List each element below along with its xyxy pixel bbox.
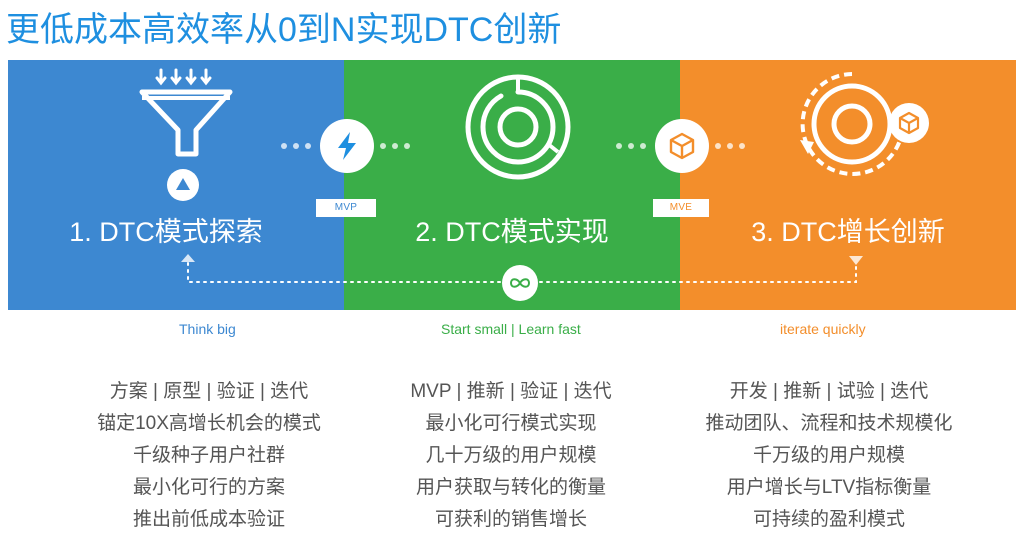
triangle-up-icon xyxy=(166,168,200,202)
target-ring-icon xyxy=(463,72,573,182)
detail-line: 可获利的销售增长 xyxy=(434,509,587,530)
stage-band: 1. DTC模式探索 2. DTC模式实现 xyxy=(8,60,1016,310)
stage-explore-details: 方案 | 原型 | 验证 | 迭代 锚定10X高增长机会的模式 千级种子用户社群… xyxy=(44,376,374,536)
detail-line: 推动团队、流程和技术规模化 xyxy=(705,413,953,434)
detail-line: 千万级的用户规模 xyxy=(752,445,905,466)
detail-line: 几十万级的用户规模 xyxy=(425,445,597,466)
detail-line: 锚定10X高增长机会的模式 xyxy=(97,413,321,434)
slogan-start-small: Start small | Learn fast xyxy=(441,321,581,337)
stage-implement-details: MVP | 推新 | 验证 | 迭代 最小化可行模式实现 几十万级的用户规模 用… xyxy=(346,376,676,536)
slogan-think-big: Think big xyxy=(179,321,236,337)
stage-implement-panel: 2. DTC模式实现 xyxy=(344,60,680,310)
detail-line: 最小化可行的方案 xyxy=(132,477,285,498)
stage-implement-label: 2. DTC模式实现 xyxy=(415,217,609,247)
stage-growth-label: 3. DTC增长创新 xyxy=(751,217,945,247)
detail-line: 最小化可行模式实现 xyxy=(425,413,597,434)
detail-line: 用户获取与转化的衡量 xyxy=(415,477,606,498)
detail-line: 用户增长与LTV指标衡量 xyxy=(726,477,932,498)
detail-line: 推出前低成本验证 xyxy=(132,509,285,530)
page-title: 更低成本高效率从0到N实现DTC创新 xyxy=(6,11,562,49)
detail-line: MVP | 推新 | 验证 | 迭代 xyxy=(410,381,612,402)
slogan-iterate: iterate quickly xyxy=(780,321,866,337)
stage-explore-panel: 1. DTC模式探索 xyxy=(8,60,344,310)
stage-growth-details: 开发 | 推新 | 试验 | 迭代 推动团队、流程和技术规模化 千万级的用户规模… xyxy=(664,376,994,536)
detail-line: 方案 | 原型 | 验证 | 迭代 xyxy=(109,381,309,402)
detail-line: 可持续的盈利模式 xyxy=(752,509,905,530)
detail-line: 千级种子用户社群 xyxy=(132,445,285,466)
detail-line: 开发 | 推新 | 试验 | 迭代 xyxy=(729,381,929,402)
funnel-icon xyxy=(134,68,240,164)
box-badge-icon xyxy=(888,102,930,144)
stage-explore-label: 1. DTC模式探索 xyxy=(69,217,263,247)
stage-growth-panel: 3. DTC增长创新 xyxy=(680,60,1016,310)
